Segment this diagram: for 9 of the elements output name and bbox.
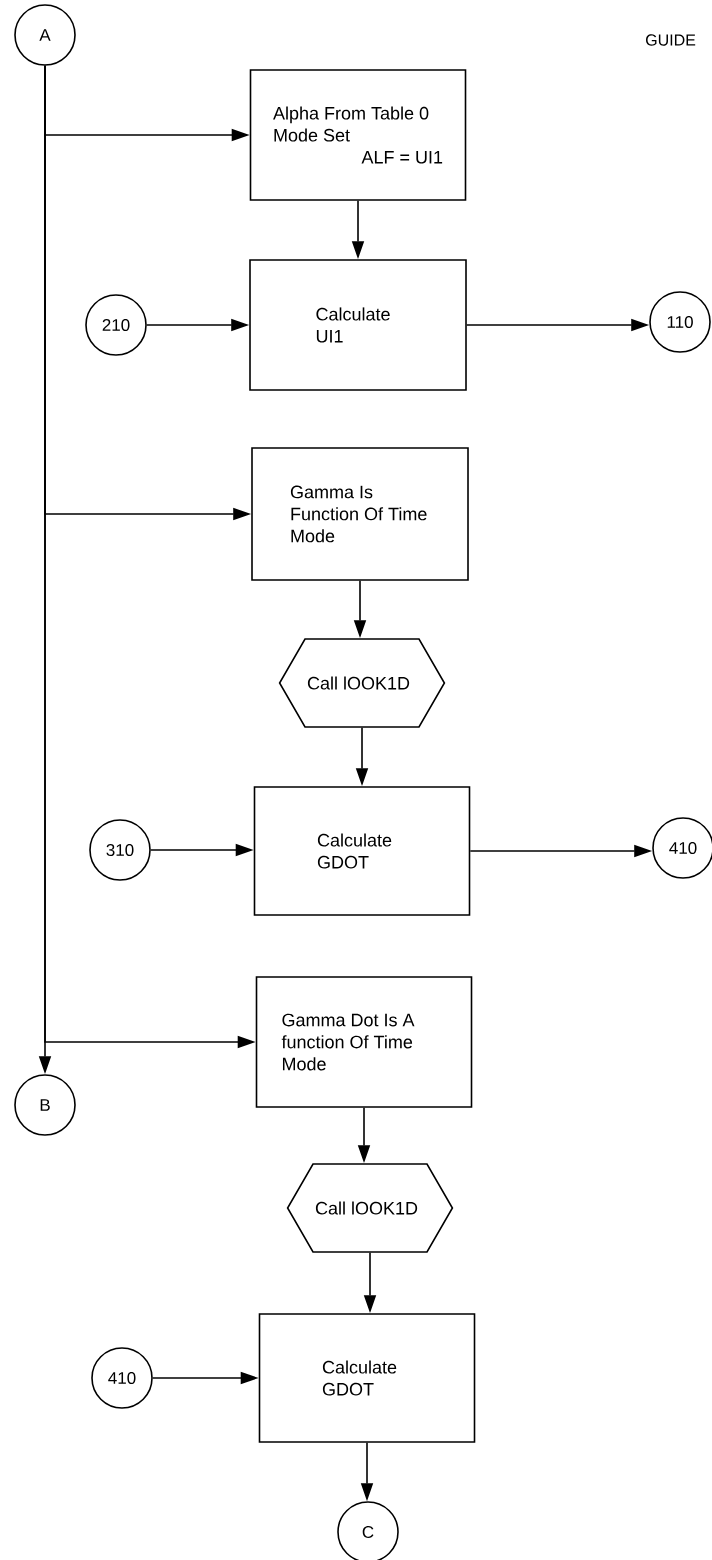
process-box: Calculate GDOT [253, 786, 471, 916]
process-box: Calculate GDOT [258, 1313, 476, 1443]
process-box: Calculate UI1 [249, 259, 467, 391]
process-box: Gamma Dot Is A function Of Time Mode [255, 976, 473, 1108]
call-hexagon: Call lOOK1D [278, 638, 446, 728]
process-box: Alpha From Table 0 Mode Set ALF = UI1 [249, 69, 467, 201]
title: GUIDE [646, 34, 696, 46]
process-box: Gamma Is Function Of Time Mode [251, 447, 469, 581]
call-hexagon: Call lOOK1D [286, 1163, 454, 1253]
